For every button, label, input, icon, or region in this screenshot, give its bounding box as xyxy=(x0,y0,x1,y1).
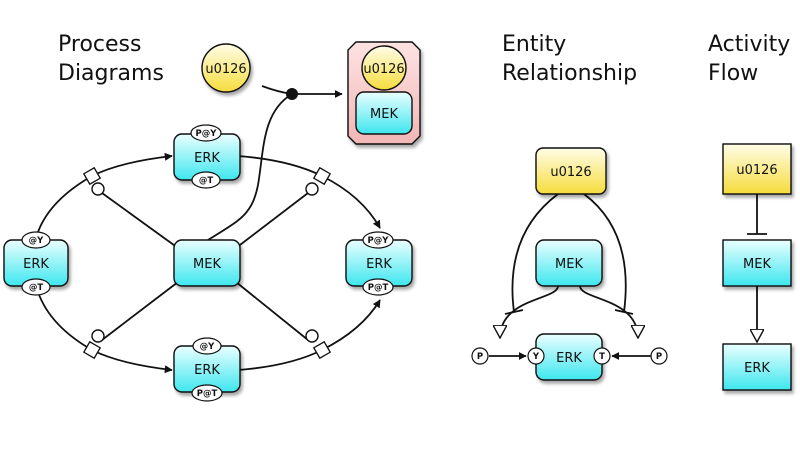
arc-proc4-to-erkright xyxy=(321,299,381,351)
er-p-right-label: P xyxy=(656,352,662,362)
arc-proc1-to-erktop xyxy=(91,152,173,177)
erk-bottom-state-bottom xyxy=(191,384,223,402)
erk-right-state-bottom xyxy=(362,278,394,296)
erk-left-state-top xyxy=(21,231,51,249)
er-u0126-inhibit-left xyxy=(511,193,559,313)
association-dot xyxy=(286,88,298,100)
catalysis-circle-1 xyxy=(91,182,105,196)
arc-erkbottom-to-proc4 xyxy=(237,349,323,371)
process-mek-to-association xyxy=(207,93,293,241)
entity-relationship-diagram: u0126 MEK ERK Y T P P xyxy=(471,147,668,381)
erk-top-state-top xyxy=(190,124,222,142)
er-p-left xyxy=(471,347,489,365)
er-site-y xyxy=(527,347,545,365)
title-entity-line1: Entity xyxy=(502,32,566,57)
af-u0126-node xyxy=(722,143,792,195)
er-mek-node xyxy=(535,239,603,287)
erk-left-label: ERK xyxy=(23,257,49,272)
er-p-left-label: P xyxy=(477,352,483,362)
erk-right-state-top-label: P@Y xyxy=(368,236,390,246)
erk-left-state-bottom xyxy=(21,278,51,296)
er-site-t xyxy=(593,347,611,365)
catalysis-circle-4 xyxy=(305,329,319,343)
catalysis-line-4 xyxy=(235,281,309,341)
process-mek-label: MEK xyxy=(193,257,221,272)
catalysis-line-3 xyxy=(101,281,179,341)
complex-mek-node xyxy=(355,91,413,135)
er-site-y-label: Y xyxy=(532,352,540,362)
af-erk-node xyxy=(722,343,792,391)
complex-u0126-label: u0126 xyxy=(363,62,404,77)
catalysis-line-1 xyxy=(101,192,179,249)
er-p-right xyxy=(650,347,668,365)
arc-erkleft-to-proc3 xyxy=(37,291,93,351)
process-diagram: u0126 u0126 MEK MEK ERK @Y @T ERK P@Y @T xyxy=(3,41,421,402)
title-activity-line1: Activity xyxy=(708,32,790,57)
er-u0126-inhibit-left-bar xyxy=(504,309,524,315)
erk-bottom-label: ERK xyxy=(194,363,220,378)
er-site-t-label: T xyxy=(599,352,605,362)
erk-right-label: ERK xyxy=(366,257,392,272)
af-mek-label: MEK xyxy=(743,257,771,272)
catalysis-circle-2 xyxy=(305,182,319,196)
er-u0126-node xyxy=(535,147,607,195)
er-mek-label: MEK xyxy=(555,257,583,272)
er-u0126-label: u0126 xyxy=(550,165,591,180)
title-entity-line2: Relationship xyxy=(502,61,637,86)
process-u0126-node xyxy=(201,43,251,93)
erk-top-state-bottom-label: @T xyxy=(199,176,214,186)
er-u0126-inhibit-right-bar xyxy=(614,309,634,315)
complex-mek-label: MEK xyxy=(370,107,398,122)
title-process-line1: Process xyxy=(58,32,141,57)
af-u0126-label: u0126 xyxy=(736,163,777,178)
process-node-1 xyxy=(82,166,102,186)
erk-left-state-bottom-label: @T xyxy=(29,283,44,293)
arc-proc3-to-erkbottom xyxy=(91,349,173,374)
erk-top-state-bottom xyxy=(191,171,221,189)
er-u0126-inhibit-right xyxy=(583,193,627,313)
erk-bottom-state-top-label: @Y xyxy=(200,342,216,352)
process-mek-node xyxy=(173,239,241,287)
process-u0126-label: u0126 xyxy=(205,62,246,77)
process-node-2 xyxy=(312,166,332,186)
erk-bottom-state-top xyxy=(192,337,222,355)
er-erk-label: ERK xyxy=(556,351,582,366)
arc-erktop-to-proc2 xyxy=(237,155,323,177)
activity-flow-diagram: u0126 MEK ERK xyxy=(722,143,792,391)
catalysis-circle-3 xyxy=(91,329,105,343)
er-mek-stim-right xyxy=(579,285,638,338)
process-node-3 xyxy=(82,340,102,360)
erk-left-state-top-label: @Y xyxy=(29,236,45,246)
process-node-4 xyxy=(312,340,332,360)
er-mek-stim-left xyxy=(500,285,559,338)
erk-top-label: ERK xyxy=(194,151,220,166)
erk-top-state-top-label: P@Y xyxy=(196,129,218,139)
arc-erkleft-to-proc1 xyxy=(37,175,93,233)
catalysis-line-2 xyxy=(235,192,309,249)
erk-right-state-top xyxy=(362,231,394,249)
erk-bottom-state-bottom-label: P@T xyxy=(197,389,218,399)
erk-right-state-bottom-label: P@T xyxy=(368,283,389,293)
arc-proc2-to-erkright xyxy=(321,175,381,229)
title-process-line2: Diagrams xyxy=(58,61,164,86)
complex-u0126-node xyxy=(361,45,407,91)
title-activity-line2: Flow xyxy=(708,61,758,86)
af-erk-label: ERK xyxy=(744,361,770,376)
af-mek-node xyxy=(722,239,792,287)
